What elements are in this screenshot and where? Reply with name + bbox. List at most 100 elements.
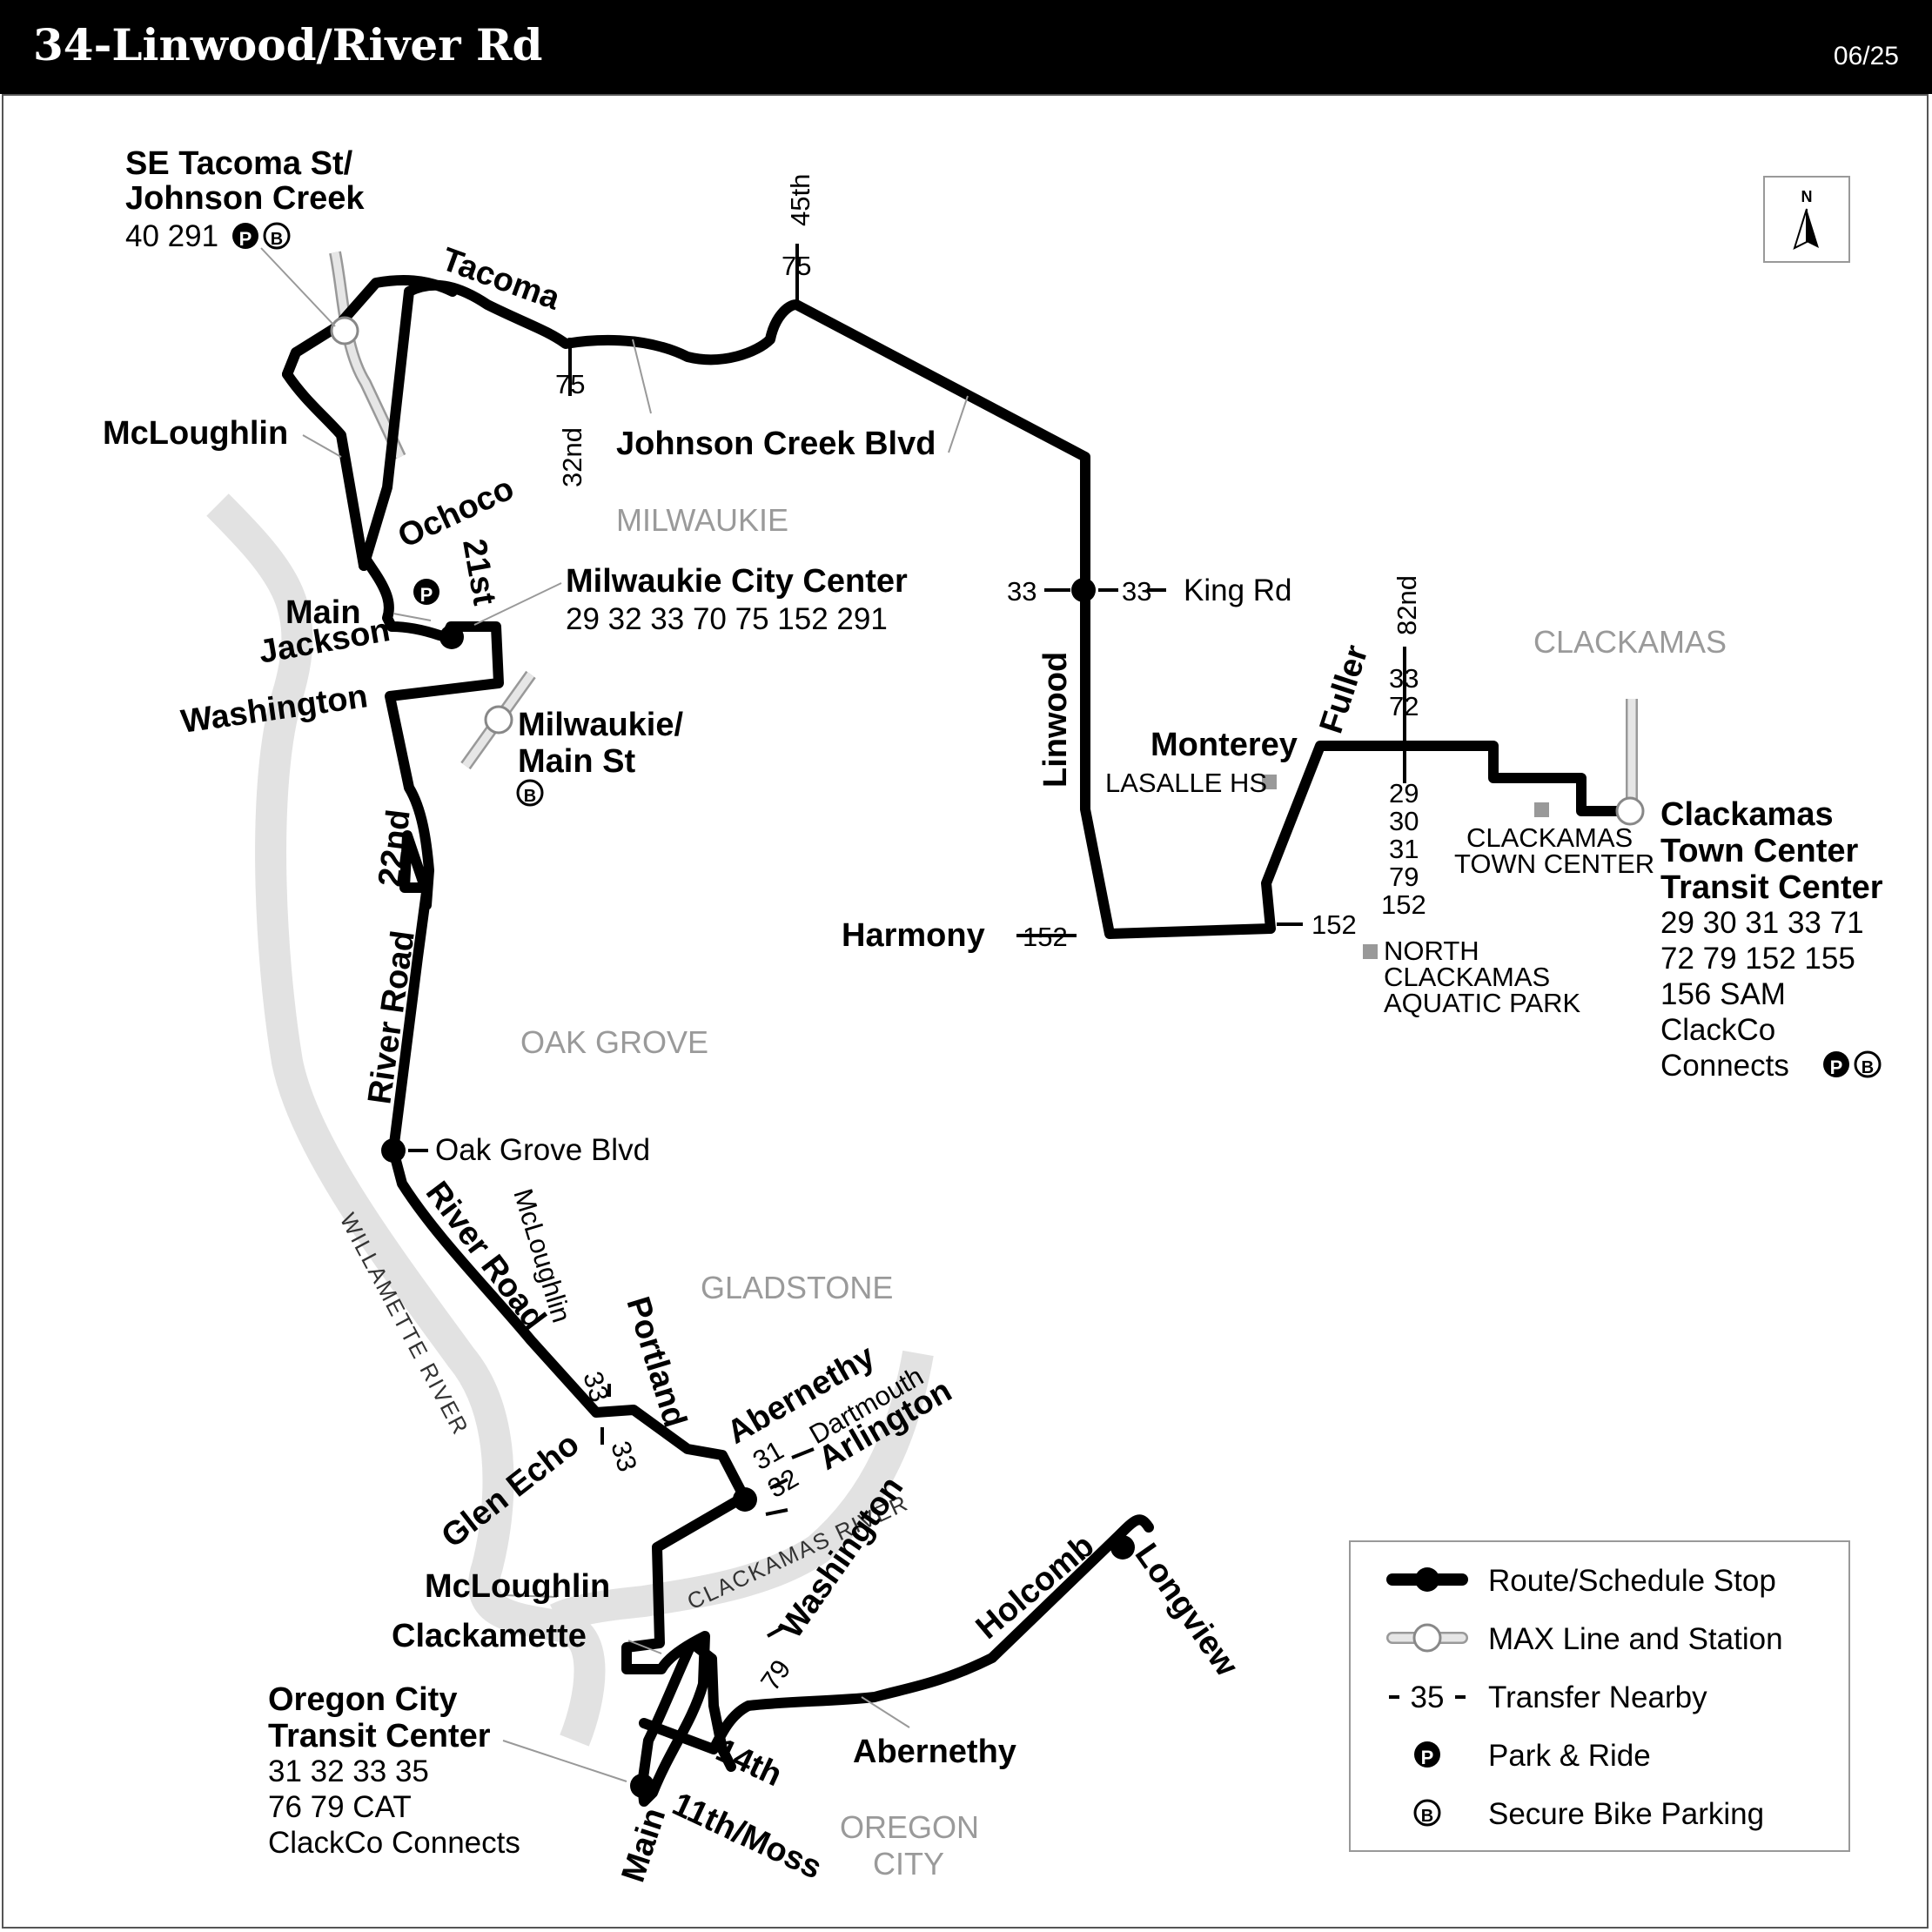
svg-text:79: 79 (755, 1654, 796, 1696)
stop-milwaukie-cc (439, 625, 464, 649)
leader-lines (260, 247, 969, 1782)
stop-gladstone (733, 1487, 757, 1512)
ctc-routes-3: 156 SAM (1660, 977, 1786, 1011)
svg-text:79: 79 (1389, 862, 1419, 892)
stop-king-rd (1071, 578, 1096, 602)
transfer-labels: 75 75 33 33 152 152 33 72 29 30 31 79 15… (555, 251, 1426, 1696)
main-st-name-1: Milwaukie/ (518, 707, 683, 743)
octc-routes-3: ClackCo Connects (268, 1826, 520, 1860)
tacoma-bike-icon: B (263, 222, 291, 250)
street-fuller: Fuller (1313, 641, 1376, 738)
street-32nd: 32nd (557, 427, 587, 487)
street-11th-moss: 11th/Moss (667, 1786, 827, 1887)
svg-text:33: 33 (1389, 663, 1419, 694)
station-clackamas-tc (1615, 796, 1645, 826)
svg-text:N: N (1801, 188, 1813, 205)
svg-text:152: 152 (1381, 889, 1426, 920)
street-21st: 21st (455, 536, 503, 608)
street-14th: 14th (710, 1732, 788, 1794)
street-monterey: Monterey (1150, 727, 1298, 763)
svg-text:152: 152 (1023, 922, 1068, 952)
street-45th: 45th (785, 174, 815, 226)
header-bar: 34-Linwood/River Rd 06/25 (0, 0, 1932, 94)
street-abernethy-s: Abernethy (853, 1734, 1016, 1770)
street-mcloughlin-n: McLoughlin (103, 415, 288, 452)
street-22nd: 22nd (372, 808, 417, 889)
area-clackamas: CLACKAMAS (1533, 624, 1727, 660)
svg-text:72: 72 (1389, 691, 1419, 721)
svg-text:30: 30 (1389, 806, 1419, 836)
north-arrow: N (1763, 176, 1850, 263)
station-main-st (484, 705, 513, 735)
street-main-s: Main (615, 1803, 674, 1886)
street-oak-grove-blvd: Oak Grove Blvd (435, 1133, 650, 1167)
route-line (282, 275, 1635, 1807)
legend-stop-symbol (1386, 1567, 1468, 1592)
svg-text:B: B (1862, 1058, 1874, 1077)
street-king-rd: King Rd (1184, 574, 1292, 607)
map-frame (2, 94, 1929, 1929)
legend-max-label: MAX Line and Station (1488, 1622, 1783, 1656)
svg-text:75: 75 (555, 369, 585, 399)
svg-text:29: 29 (1389, 778, 1419, 808)
tacoma-stop-name-2: Johnson Creek (125, 180, 365, 217)
milwaukie-cc-routes: 29 32 33 70 75 152 291 (566, 602, 888, 636)
aquatic-label-1: NORTH (1384, 936, 1479, 966)
map-date: 06/25 (1833, 42, 1899, 70)
svg-text:152: 152 (1311, 909, 1357, 940)
ctc-routes-1: 29 30 31 33 71 (1660, 906, 1864, 940)
aquatic-label-3: AQUATIC PARK (1384, 988, 1581, 1018)
svg-text:P: P (1421, 1747, 1434, 1768)
stop-holcomb-longview (1110, 1535, 1135, 1560)
clackamas-tc-mall-marker (1534, 802, 1549, 817)
legend-park-label: Park & Ride (1488, 1739, 1651, 1773)
park-ride-icon: P (413, 579, 439, 606)
main-st-bike-icon: B (516, 779, 544, 807)
tacoma-stop-name-1: SE Tacoma St/ (125, 145, 353, 182)
legend-transfer-label: Transfer Nearby (1488, 1680, 1707, 1714)
svg-text:35: 35 (1411, 1680, 1445, 1714)
lasalle-label: LASALLE HS (1105, 768, 1267, 798)
stop-oregon-city-tc (630, 1774, 654, 1798)
street-mcloughlin-s: McLoughlin (425, 1568, 610, 1605)
ctc-name-1: Clackamas (1660, 796, 1834, 833)
tacoma-park-icon: P (232, 223, 258, 250)
route-stops (381, 578, 1135, 1798)
clackamas-river (549, 1350, 934, 1633)
street-82nd: 82nd (1392, 575, 1422, 635)
tacoma-stop-routes: 40 291 (125, 219, 218, 253)
ctc-name-3: Transit Center (1660, 869, 1883, 906)
stop-oak-grove (381, 1138, 406, 1163)
ctc-bike-icon: B (1854, 1050, 1882, 1078)
ctc-park-icon: P (1823, 1051, 1849, 1078)
area-oak-grove: OAK GROVE (520, 1024, 708, 1060)
street-harmony: Harmony (842, 917, 985, 954)
legend-bike-symbol: B (1413, 1799, 1441, 1827)
ctc-routes-2: 72 79 152 155 (1660, 942, 1855, 976)
svg-text:31: 31 (1389, 834, 1419, 864)
octc-routes-2: 76 79 CAT (268, 1790, 412, 1824)
aquatic-park-marker (1363, 944, 1378, 959)
street-main: Main (285, 594, 361, 631)
svg-text:75: 75 (782, 251, 811, 281)
octc-name-1: Oregon City (268, 1681, 457, 1718)
ctc-mall-label-2: TOWN CENTER (1454, 849, 1654, 879)
station-tacoma (330, 316, 359, 345)
street-clackamette: Clackamette (392, 1618, 587, 1654)
area-gladstone: GLADSTONE (701, 1270, 893, 1305)
ctc-name-2: Town Center (1660, 833, 1859, 869)
legend-transfer-symbol: 35 (1389, 1680, 1466, 1714)
ctc-mall-label-1: CLACKAMAS (1466, 822, 1633, 853)
transfer-ticks (408, 244, 1406, 1638)
main-st-name-2: Main St (518, 743, 635, 780)
street-holcomb: Holcomb (969, 1527, 1102, 1647)
svg-text:B: B (1421, 1807, 1433, 1826)
svg-text:B: B (524, 787, 536, 806)
svg-text:33: 33 (1122, 576, 1151, 607)
area-oregon-city-1: OREGON (840, 1809, 979, 1845)
milwaukie-cc-name: Milwaukie City Center (566, 563, 908, 600)
svg-text:P: P (239, 228, 252, 250)
ctc-routes-5: Connects (1660, 1049, 1789, 1083)
octc-routes-1: 31 32 33 35 (268, 1754, 429, 1788)
legend-park-symbol: P (1414, 1741, 1440, 1768)
